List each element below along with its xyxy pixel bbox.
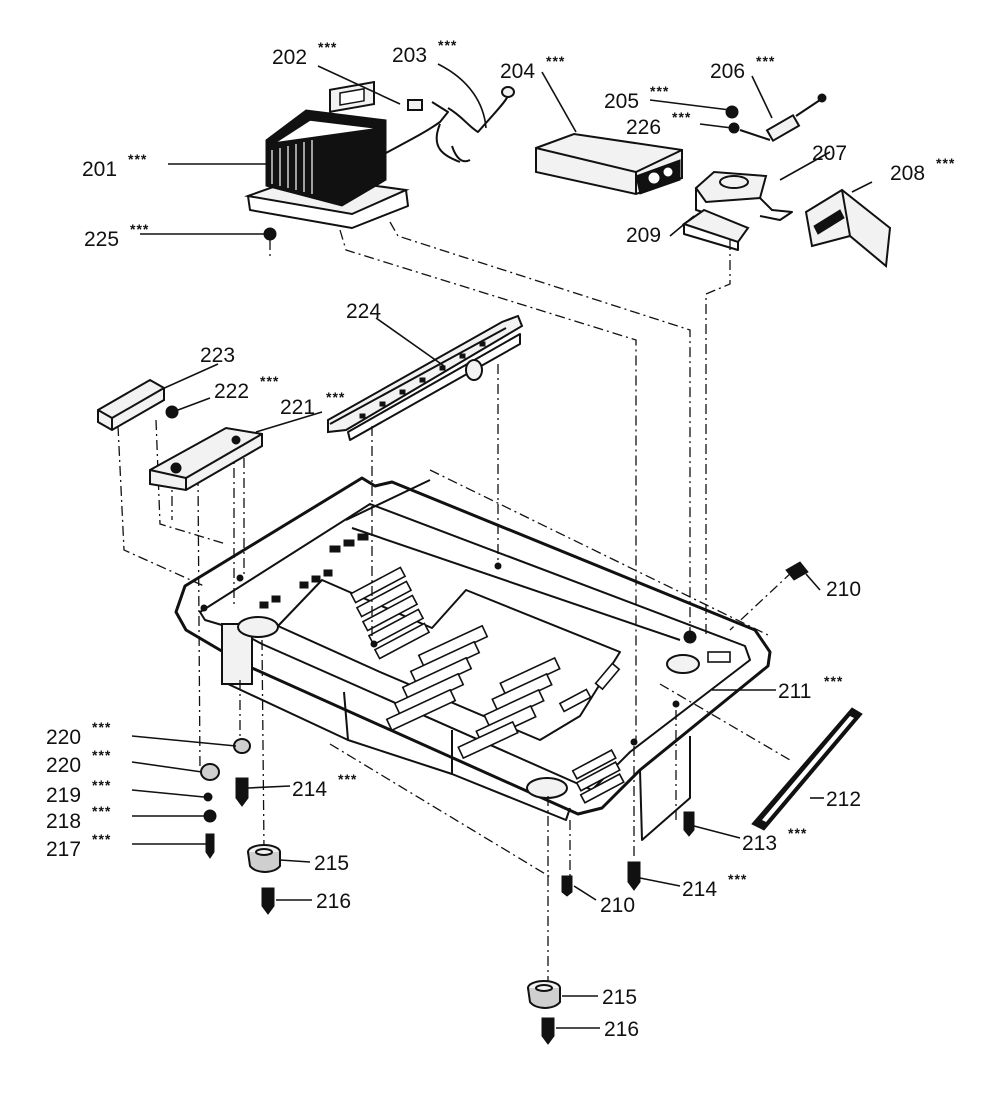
marker-226: *** bbox=[672, 109, 691, 125]
screw-213 bbox=[683, 811, 695, 837]
cover-plate bbox=[804, 188, 892, 268]
label-202: 202 bbox=[272, 46, 307, 69]
label-210-bottom: 210 bbox=[600, 894, 635, 917]
marker-203: *** bbox=[438, 37, 457, 53]
transformer bbox=[244, 80, 410, 229]
marker-208: *** bbox=[936, 155, 955, 171]
label-220-upper: 220 bbox=[46, 726, 81, 749]
marker-214-left: *** bbox=[338, 771, 357, 787]
screw-214a bbox=[235, 777, 249, 807]
label-224: 224 bbox=[346, 300, 381, 323]
vent-slots-center bbox=[385, 624, 561, 760]
marker-205: *** bbox=[650, 83, 669, 99]
label-223: 223 bbox=[200, 344, 235, 367]
label-214-right: 214 bbox=[682, 878, 717, 901]
marker-219: *** bbox=[92, 777, 111, 793]
label-221: 221 bbox=[280, 396, 315, 419]
nut-220b bbox=[200, 763, 220, 781]
marker-206: *** bbox=[756, 53, 775, 69]
foot-215b bbox=[527, 980, 561, 1009]
label-212: 212 bbox=[826, 788, 861, 811]
marker-218: *** bbox=[92, 803, 111, 819]
screw-216a bbox=[261, 887, 275, 915]
assembly-lines bbox=[117, 221, 793, 986]
marker-211: *** bbox=[824, 673, 843, 689]
screw-217 bbox=[205, 833, 215, 859]
label-209: 209 bbox=[626, 224, 661, 247]
capacitor-bracket bbox=[694, 170, 793, 221]
label-217: 217 bbox=[46, 838, 81, 861]
label-204: 204 bbox=[500, 60, 535, 83]
screw-214b bbox=[627, 861, 641, 891]
label-220-lower: 220 bbox=[46, 754, 81, 777]
screw-216b bbox=[541, 1017, 555, 1045]
label-211: 211 bbox=[778, 680, 811, 703]
marker-225: *** bbox=[130, 221, 149, 237]
marker-204: *** bbox=[546, 53, 565, 69]
marker-217: *** bbox=[92, 831, 111, 847]
marker-221: *** bbox=[326, 389, 345, 405]
label-222: 222 bbox=[214, 380, 249, 403]
label-225: 225 bbox=[84, 228, 119, 251]
marker-213: *** bbox=[788, 825, 807, 841]
foot-215a bbox=[247, 844, 281, 873]
base-plate bbox=[174, 476, 772, 841]
marker-220-lower: *** bbox=[92, 747, 111, 763]
washer-218 bbox=[203, 809, 217, 823]
label-216-right: 216 bbox=[604, 1018, 639, 1041]
label-213: 213 bbox=[742, 832, 777, 855]
screw-205 bbox=[725, 105, 739, 119]
wire-202-terminal bbox=[407, 99, 423, 111]
label-216-left: 216 bbox=[316, 890, 351, 913]
bracket-plate bbox=[681, 208, 750, 251]
wire-203 bbox=[447, 95, 509, 133]
label-226: 226 bbox=[626, 116, 661, 139]
label-219: 219 bbox=[46, 784, 81, 807]
marker-214-right: *** bbox=[728, 871, 747, 887]
nut-220a bbox=[233, 738, 251, 754]
rail-224 bbox=[327, 314, 524, 441]
label-215-left: 215 bbox=[314, 852, 349, 875]
label-218: 218 bbox=[46, 810, 81, 833]
label-215-right: 215 bbox=[602, 986, 637, 1009]
leader-lines bbox=[131, 63, 873, 1029]
screw-210-bottom bbox=[561, 875, 573, 897]
bracket-223 bbox=[97, 378, 165, 432]
diode bbox=[739, 93, 827, 143]
label-210-right: 210 bbox=[826, 578, 861, 601]
label-214-left: 214 bbox=[292, 778, 327, 801]
strip-212 bbox=[751, 707, 863, 831]
label-203: 203 bbox=[392, 44, 427, 67]
capacitor bbox=[535, 132, 683, 196]
washer-219 bbox=[203, 792, 213, 802]
bracket-221 bbox=[149, 426, 263, 492]
wire-202 bbox=[383, 101, 449, 155]
vent-slots-upper bbox=[349, 566, 431, 660]
marker-222: *** bbox=[260, 373, 279, 389]
screw-210-right bbox=[785, 561, 809, 581]
callout-labels: 201 *** 202 *** 203 *** 204 *** 205 *** … bbox=[46, 37, 955, 1041]
marker-202: *** bbox=[318, 39, 337, 55]
label-208: 208 bbox=[890, 162, 925, 185]
label-205: 205 bbox=[604, 90, 639, 113]
nut-222 bbox=[165, 405, 179, 419]
label-206: 206 bbox=[710, 60, 745, 83]
vent-slots-front bbox=[558, 651, 731, 804]
label-201: 201 bbox=[82, 158, 117, 181]
marker-220-upper: *** bbox=[92, 719, 111, 735]
marker-201: *** bbox=[128, 151, 147, 167]
nut-225 bbox=[263, 227, 277, 241]
label-207: 207 bbox=[812, 142, 847, 165]
